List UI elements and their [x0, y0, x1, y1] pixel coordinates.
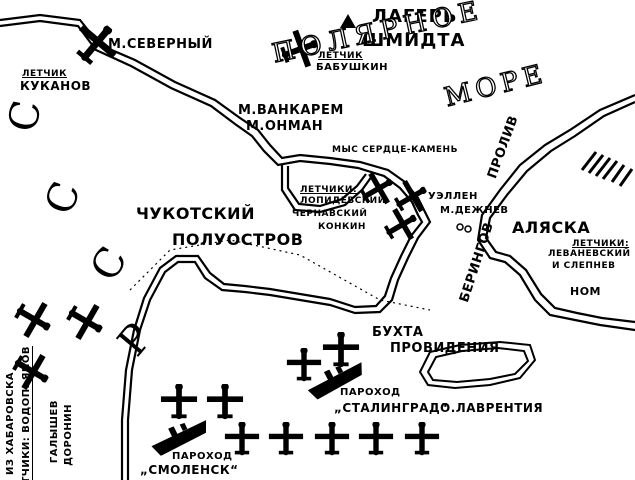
plane-icon [7, 293, 60, 345]
khab-pilots-title: ЛЕТЧИКИ: ВОДОПЬЯНОВ [21, 346, 32, 480]
cape-onman-label: М.ОНМАН [246, 119, 324, 134]
plane-icon [206, 384, 244, 420]
chukotka-label-line2: ПОЛУОСТРОВ [172, 230, 304, 249]
camp-title-line2: ШМИДТА [362, 30, 466, 51]
plane-icon [314, 422, 350, 456]
pilot-babushkin-title: ЛЕТЧИК [318, 51, 363, 61]
lavrentia-label: О.ЛАВРЕНТИЯ [440, 401, 544, 415]
lavrentia-island [418, 340, 537, 390]
cape-serdtse-label: МЫС СЕРДЦЕ-КАМЕНЬ [332, 145, 458, 155]
plane-icon [322, 332, 360, 368]
chukotka-label-line1: ЧУКОТСКИЙ [136, 204, 255, 223]
hatched-mountain-icon [580, 151, 634, 187]
pilot-group-name1: ЛОПИДЕВСКИЙ [300, 196, 386, 206]
alaska-label: АЛЯСКА [512, 218, 591, 237]
plane-icon [160, 384, 198, 420]
pilot-kukanov-name: КУКАНОВ [20, 79, 92, 93]
plane-icon [286, 348, 322, 382]
dezhnev-label: М.ДЕЖНЕВ [440, 205, 509, 216]
bay-label-line2: ПРОВИДЕНИЯ [390, 341, 500, 356]
pilot-group-title: ЛЕТЧИКИ: [300, 185, 358, 195]
camp-title-line1: ЛАГЕРЬ [372, 6, 458, 27]
pilot-kukanov-title: ЛЕТЧИК [22, 69, 67, 79]
diomede-islet [456, 223, 464, 231]
route-line [129, 239, 431, 311]
plane-icon [404, 422, 440, 456]
ship-stalingrad-kind: ПАРОХОД [340, 387, 401, 398]
khab-from-label: ИЗ ХАБАРОВСКА [5, 372, 16, 475]
plane-icon [59, 295, 112, 347]
camp-icon [340, 14, 356, 28]
pilot-group-name3: КОНКИН [318, 222, 366, 232]
ship-stalingrad-name: „СТАЛИНГРАД“ [334, 401, 449, 415]
bay-label-line1: БУХТА [372, 325, 424, 340]
plane-icon [268, 422, 304, 456]
plane-icon [358, 422, 394, 456]
uellen-label: УЭЛЛЕН [428, 191, 478, 202]
khab-pilot-doronin: ДОРОНИН [63, 404, 74, 466]
pilot-alaska-title: ЛЕТЧИКИ: [572, 239, 630, 249]
nome-label: НОМ [570, 285, 602, 298]
pilot-babushkin-name: БАБУШКИН [316, 62, 388, 73]
pilot-alaska-name1: ЛЕВАНЕВСКИЙ [548, 249, 631, 259]
khab-pilot-galyshev: ГАЛЫШЕВ [49, 400, 60, 464]
cape-severny-label: М.СЕВЕРНЫЙ [108, 37, 213, 52]
cape-vankarem-label: М.ВАНКАРЕМ [238, 103, 344, 118]
pilot-group-name2: ЧЕРНАВСКИЙ [292, 209, 368, 219]
diomede-islet [464, 225, 472, 233]
ship-smolensk-kind: ПАРОХОД [172, 451, 233, 462]
alaska-coast [476, 93, 635, 332]
pilot-alaska-name2: И СЛЕПНЕВ [552, 261, 616, 271]
ship-smolensk-name: „СМОЛЕНСК“ [140, 463, 239, 477]
